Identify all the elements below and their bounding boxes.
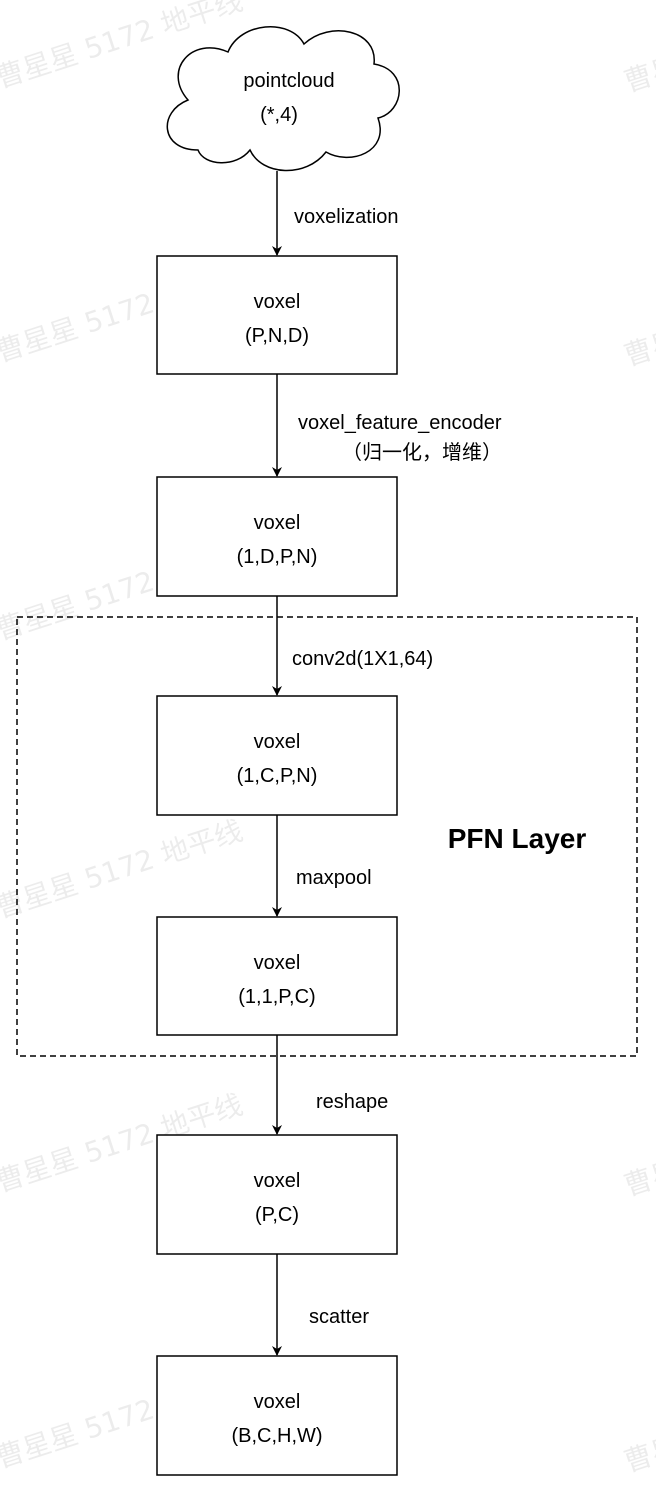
voxel-shape: (1,D,P,N) <box>237 546 318 568</box>
pointcloud-title: pointcloud <box>243 70 334 92</box>
voxel-11pc-node: voxel (1,1,P,C) <box>156 916 398 1036</box>
edge-label-reshape: reshape <box>316 1091 388 1113</box>
pointcloud-node: pointcloud (*,4) <box>166 26 400 172</box>
watermark: 曹星星 5172 地平线 <box>620 1368 656 1479</box>
edge-label-vfe-note: （归一化，增维） <box>342 441 502 464</box>
voxel-title: voxel <box>254 1170 301 1192</box>
voxel-shape: (P,C) <box>255 1204 299 1226</box>
pointcloud-shape: (*,4) <box>260 104 298 126</box>
edge-label-conv2d: conv2d(1X1,64) <box>292 648 433 670</box>
watermark: 曹星星 5172 地平线 <box>620 0 656 99</box>
edge-label-vfe: voxel_feature_encoder <box>298 412 502 434</box>
voxel-title: voxel <box>254 512 301 534</box>
watermark: 曹星星 5172 地平线 <box>0 814 247 925</box>
voxel-box <box>156 1355 398 1476</box>
voxel-bchw-node: voxel (B,C,H,W) <box>156 1355 398 1476</box>
voxel-box <box>156 916 398 1036</box>
voxel-shape: (1,C,P,N) <box>237 765 318 787</box>
voxel-shape: (B,C,H,W) <box>231 1425 322 1447</box>
cloud-shape <box>166 26 400 172</box>
edge-label-scatter: scatter <box>309 1306 369 1328</box>
voxel-title: voxel <box>254 952 301 974</box>
voxel-shape: (P,N,D) <box>245 325 309 347</box>
voxel-title: voxel <box>254 1391 301 1413</box>
voxel-shape: (1,1,P,C) <box>238 986 315 1008</box>
edge-label-voxelization: voxelization <box>294 206 399 228</box>
voxel-box <box>156 1134 398 1255</box>
voxel-box <box>156 476 398 597</box>
voxel-1cpn-node: voxel (1,C,P,N) <box>156 695 398 816</box>
edge-label-maxpool: maxpool <box>296 867 372 889</box>
voxel-pnd-node: voxel (P,N,D) <box>156 255 398 375</box>
watermark: 曹星星 5172 地平线 <box>620 1092 656 1203</box>
voxel-title: voxel <box>254 731 301 753</box>
voxel-box <box>156 255 398 375</box>
voxel-1dpn-node: voxel (1,D,P,N) <box>156 476 398 597</box>
voxel-title: voxel <box>254 291 301 313</box>
voxel-pc-node: voxel (P,C) <box>156 1134 398 1255</box>
pfn-layer-label: PFN Layer <box>448 823 587 854</box>
voxel-box <box>156 695 398 816</box>
watermark: 曹星星 5172 地平线 <box>620 262 656 373</box>
pfn-layer-group <box>16 616 638 1057</box>
